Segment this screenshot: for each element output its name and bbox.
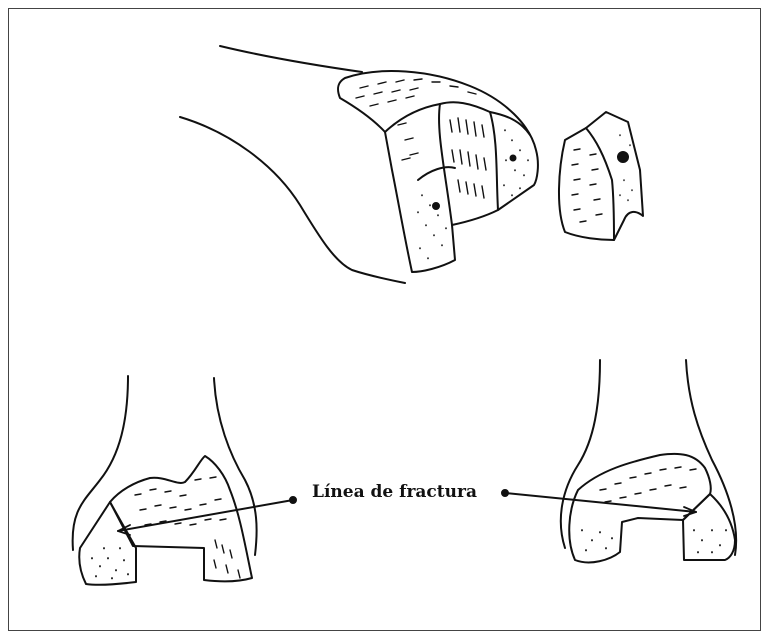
fragment-hatching xyxy=(572,135,632,222)
screw-hole-2 xyxy=(433,203,439,209)
fragment-inner-line xyxy=(586,128,614,240)
left-shaft-outline-2 xyxy=(214,378,257,555)
femur-ap-view-right xyxy=(561,360,736,562)
left-condyle-block xyxy=(110,456,252,581)
separated-fragment xyxy=(559,112,643,240)
fragment-outline xyxy=(559,112,643,240)
condyle-stippling xyxy=(418,130,528,259)
condyle-hatching xyxy=(356,79,486,198)
femur-ap-view-left xyxy=(73,376,257,585)
femur-shaft-upper-outline xyxy=(220,46,362,72)
left-shaft-outline-1 xyxy=(73,376,128,550)
fragment-line-5 xyxy=(418,167,455,180)
fragment-screw-hole xyxy=(618,152,628,162)
screw-hole-1 xyxy=(511,156,516,161)
right-condyle-hatching xyxy=(600,467,696,502)
fragment-line-6 xyxy=(490,112,530,135)
right-shaft-outline-1 xyxy=(561,360,600,548)
fragment-line-1 xyxy=(385,104,440,132)
femur-shaft-lower-outline xyxy=(180,117,405,283)
fragment-line-2 xyxy=(440,102,490,112)
right-condyle-stippling xyxy=(582,530,726,553)
left-condyle-hatching xyxy=(135,477,240,578)
fragment-line-3 xyxy=(490,112,498,210)
condyle-outline xyxy=(338,71,538,272)
left-fragment-stippling xyxy=(92,548,128,579)
leader-right-line xyxy=(505,493,696,512)
left-condyle-fragment xyxy=(79,502,136,585)
right-condyle-fragment xyxy=(683,494,735,560)
fracture-line-label: Línea de fractura xyxy=(312,482,477,502)
femur-lateral-view xyxy=(180,46,538,283)
